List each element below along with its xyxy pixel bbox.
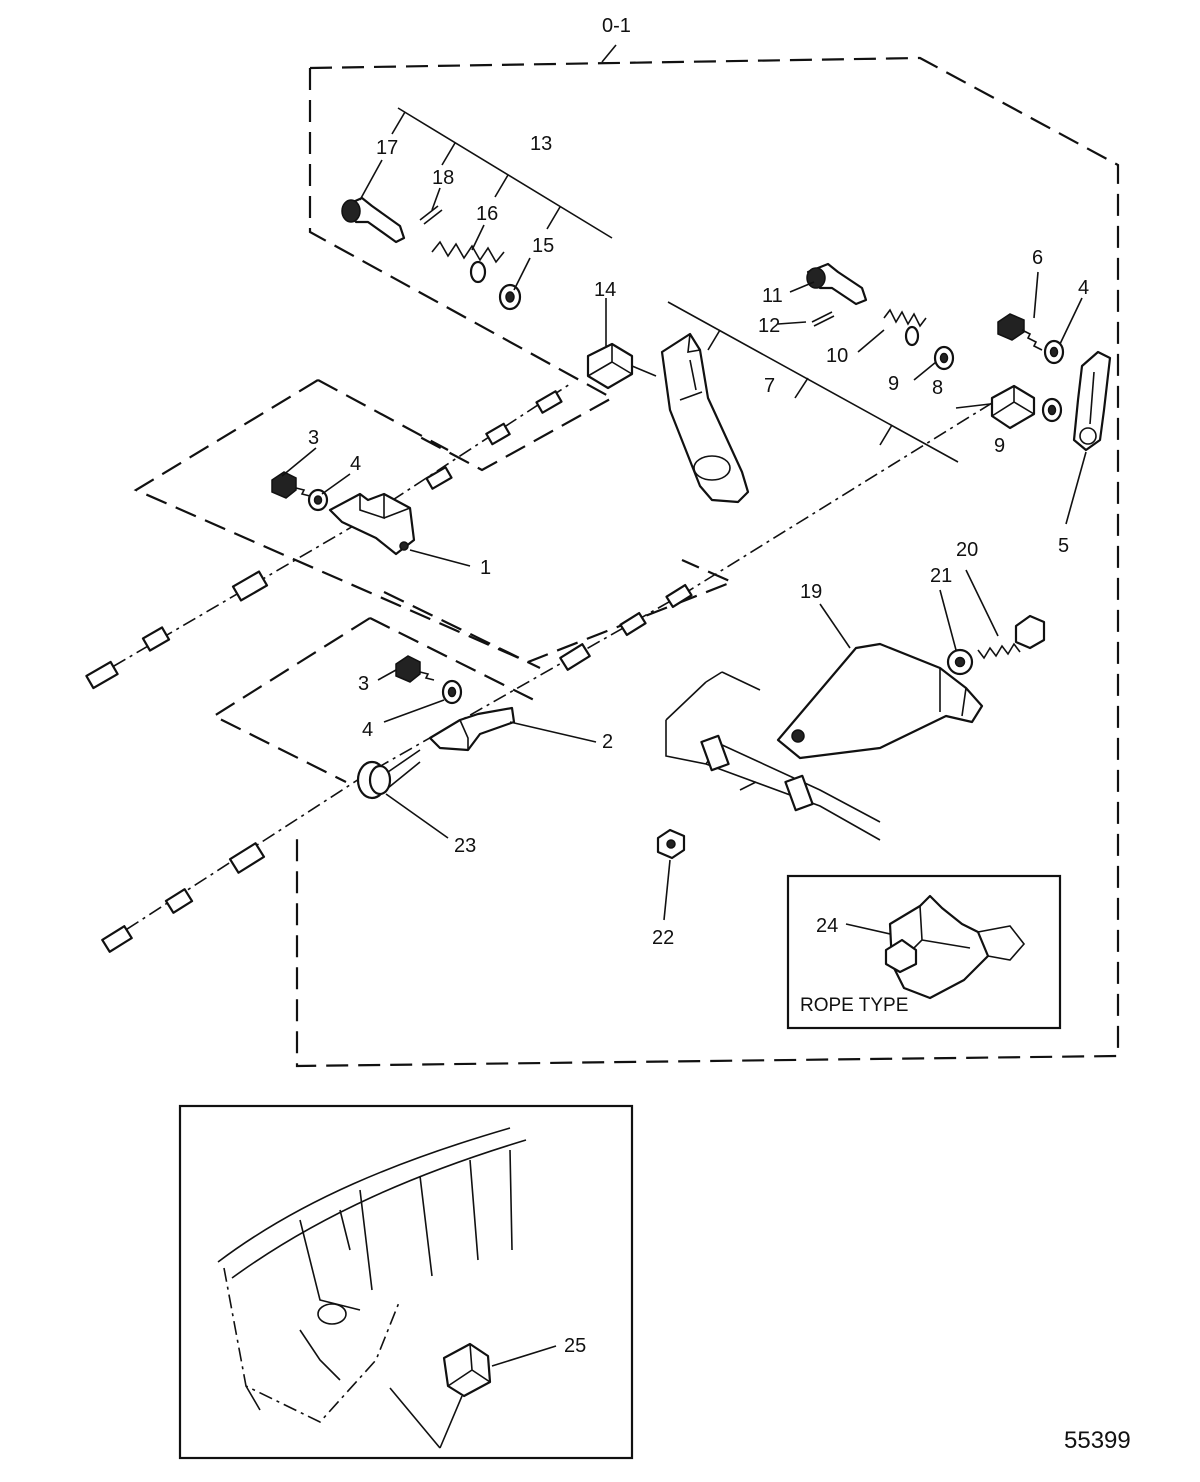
screw-3-lower bbox=[395, 655, 435, 683]
callout-0-1: 0-1 bbox=[602, 15, 631, 37]
callout-4-lower: 4 bbox=[362, 719, 373, 741]
cotter-pin-12 bbox=[811, 311, 835, 327]
bolt-20 bbox=[977, 614, 1046, 660]
screw-6 bbox=[997, 313, 1043, 351]
swivel-8 bbox=[990, 384, 1036, 430]
figure-number: 55399 bbox=[1064, 1427, 1131, 1454]
callout-25: 25 bbox=[564, 1335, 586, 1357]
rope-type-label: ROPE TYPE bbox=[800, 995, 908, 1016]
callout-2: 2 bbox=[602, 731, 613, 753]
callout-17: 17 bbox=[376, 137, 398, 159]
washer-4-lower bbox=[441, 679, 463, 705]
callout-19: 19 bbox=[800, 581, 822, 603]
throttle-cable-end-fitting bbox=[85, 390, 563, 690]
anchor-bracket-1 bbox=[328, 492, 416, 556]
washer-9-lower bbox=[1041, 397, 1063, 423]
pin-17 bbox=[341, 196, 406, 244]
leader-lines bbox=[281, 44, 1087, 1449]
lower-cowl-drawing bbox=[217, 1127, 527, 1423]
callout-9-lower: 9 bbox=[994, 435, 1005, 457]
callout-11: 11 bbox=[762, 285, 783, 307]
callout-9-upper: 9 bbox=[888, 373, 899, 395]
group-bracket-7 bbox=[667, 301, 959, 463]
spring-10 bbox=[883, 308, 927, 347]
screw-3-upper bbox=[271, 471, 311, 499]
spring-16 bbox=[431, 240, 505, 284]
washer-4-upper bbox=[307, 488, 329, 512]
callout-13: 13 bbox=[530, 133, 552, 155]
cowl-inset bbox=[178, 1104, 634, 1460]
callout-15: 15 bbox=[532, 235, 554, 257]
rope-type-inset: ROPE TYPE bbox=[786, 874, 1062, 1030]
shift-cable bbox=[101, 397, 1001, 953]
washer-15 bbox=[498, 283, 522, 311]
callouts: 0-1 1 2 3 3 4 4 4 5 6 7 8 9 9 10 11 12 1… bbox=[308, 15, 1131, 1454]
cotter-pin-18 bbox=[419, 205, 443, 225]
callout-3-upper: 3 bbox=[308, 427, 319, 449]
callout-3-lower: 3 bbox=[358, 673, 369, 695]
shift-lever-5 bbox=[1072, 350, 1112, 452]
callout-18: 18 bbox=[432, 167, 454, 189]
callout-24: 24 bbox=[816, 915, 838, 937]
washer-9-upper bbox=[933, 345, 955, 371]
pin-11 bbox=[806, 262, 868, 306]
callout-10: 10 bbox=[826, 345, 848, 367]
washer-4-right bbox=[1043, 339, 1065, 365]
callout-1: 1 bbox=[480, 557, 491, 579]
callout-6: 6 bbox=[1032, 247, 1043, 269]
callout-23: 23 bbox=[454, 835, 476, 857]
group-bracket-13 bbox=[391, 107, 613, 239]
callout-4-upper: 4 bbox=[350, 453, 361, 475]
anchor-bracket-2 bbox=[428, 706, 516, 752]
clip-25 bbox=[442, 1342, 492, 1398]
callout-20: 20 bbox=[956, 539, 978, 561]
nut-22 bbox=[656, 828, 686, 860]
shift-cable-fittings bbox=[101, 583, 693, 953]
callout-12: 12 bbox=[758, 315, 780, 337]
throttle-cable bbox=[85, 383, 571, 690]
callout-14: 14 bbox=[594, 279, 616, 301]
assembly-outline-0-1 bbox=[295, 56, 1120, 1068]
callout-5: 5 bbox=[1058, 535, 1069, 557]
callout-16: 16 bbox=[476, 203, 498, 225]
swivel-14 bbox=[586, 342, 657, 390]
washer-21 bbox=[946, 648, 974, 676]
callout-8: 8 bbox=[932, 377, 943, 399]
callout-22: 22 bbox=[652, 927, 674, 949]
cable-holder-19 bbox=[776, 642, 984, 760]
chassis-outline bbox=[665, 671, 881, 841]
throttle-lever-7 bbox=[660, 332, 750, 504]
callout-4-right: 4 bbox=[1078, 277, 1089, 299]
callout-7: 7 bbox=[764, 375, 775, 397]
grommet-23 bbox=[356, 749, 421, 800]
rope-type-bracket-24 bbox=[884, 894, 1026, 1000]
callout-21: 21 bbox=[930, 565, 952, 587]
